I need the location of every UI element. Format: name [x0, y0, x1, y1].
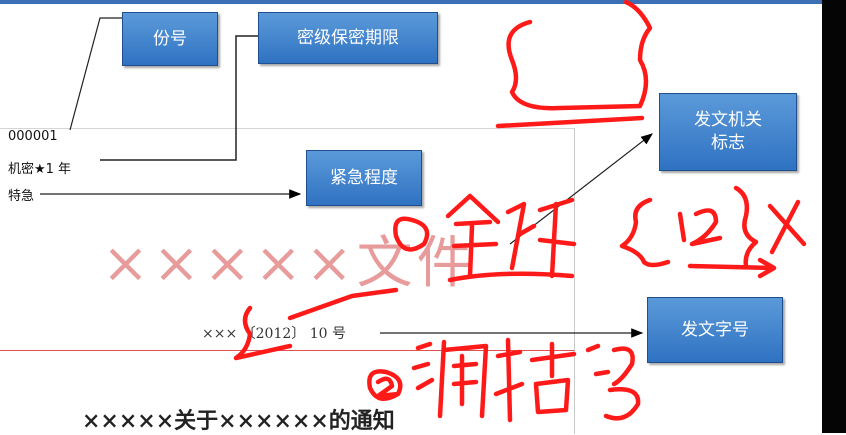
- red-separator-line: [0, 350, 574, 351]
- red-bracket-left: [233, 305, 293, 361]
- red-char-hao: [585, 343, 641, 421]
- urgency-text: 特急: [8, 189, 35, 204]
- issuer-mark-box: 发文机关 标志: [659, 93, 797, 171]
- secrecy-period-box: 密级保密期限: [258, 12, 438, 64]
- red-line-diag: [287, 287, 399, 321]
- red-bracket-top: [506, 0, 653, 111]
- red-underline-quan: [447, 271, 575, 283]
- document-banner: ×××××文件: [102, 231, 477, 296]
- document-number: ××× 〔2012〕 10 号: [202, 326, 346, 342]
- copy-number-connector: [69, 17, 122, 131]
- red-bracket-12: [619, 197, 671, 268]
- document-page: [0, 128, 575, 434]
- red-underline-top: [495, 115, 645, 129]
- red-arrow-12: [687, 257, 777, 279]
- red-x: [767, 199, 807, 255]
- classification-text: 机密★1 年: [8, 162, 72, 177]
- doc-number-box: 发文字号: [647, 297, 783, 363]
- red-circle-1: [393, 216, 430, 252]
- red-char-quan: [445, 193, 501, 279]
- red-char-cheng: [505, 197, 577, 279]
- red-circle-2: [367, 369, 403, 402]
- right-black-strip: [822, 0, 846, 433]
- serial-number: 000001: [8, 129, 58, 144]
- red-num-1: [677, 211, 687, 243]
- copy-number-box: 份号: [122, 12, 218, 66]
- document-title: ×××××关于××××××的通知: [82, 408, 395, 434]
- red-char-hui: [411, 339, 489, 419]
- red-bracket-12-close: [733, 185, 759, 269]
- secrecy-connector: [100, 35, 258, 161]
- handwritten-annotations: [233, 0, 807, 423]
- red-num-2: [689, 208, 723, 247]
- red-char-kuo: [493, 337, 577, 423]
- urgency-box: 紧急程度: [306, 150, 422, 206]
- top-accent-bar: [0, 0, 822, 4]
